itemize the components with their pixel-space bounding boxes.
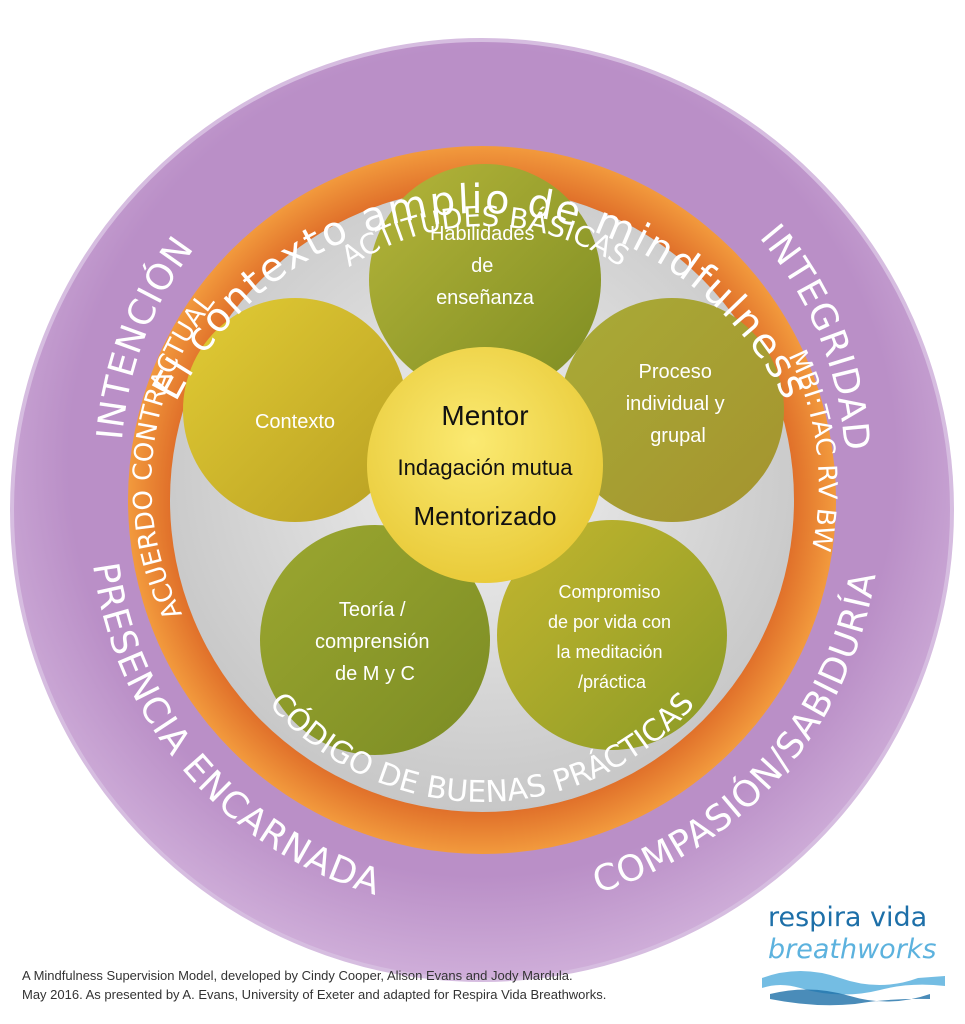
center-circle (367, 347, 603, 583)
credits-line-2: May 2016. As presented by A. Evans, Univ… (22, 987, 607, 1002)
petal-left-label: Contexto (255, 411, 335, 433)
logo-line-2: breathworks (768, 934, 937, 965)
credits: A Mindfulness Supervision Model, develop… (22, 966, 672, 1004)
petal-right-label: Proceso individual y grupal (626, 361, 731, 447)
wave-icon-secondary (770, 989, 930, 1006)
center-mentee: Mentorizado (413, 501, 556, 531)
wave-icon (762, 971, 945, 995)
center-mutual-inquiry: Indagación mutua (398, 455, 574, 480)
petal-top (369, 164, 601, 396)
respira-vida-logo: respira vida breathworks (762, 902, 945, 1006)
credits-line-1: A Mindfulness Supervision Model, develop… (22, 968, 573, 983)
logo-line-1: respira vida (768, 902, 927, 933)
petal-top-label: Habilidades de enseñanza (430, 223, 540, 309)
petal-bottom-left (260, 525, 490, 755)
petal-left (183, 298, 407, 522)
petal-bottom-left-label: Teoría / comprensión de M y C (315, 599, 435, 685)
outer-ring-edge (10, 38, 954, 982)
petal-bottom-right-label: Compromiso de por vida con la meditación… (548, 582, 676, 692)
petal-right (560, 298, 784, 522)
center-mentor: Mentor (441, 400, 528, 431)
petal-bottom-right (497, 520, 727, 750)
